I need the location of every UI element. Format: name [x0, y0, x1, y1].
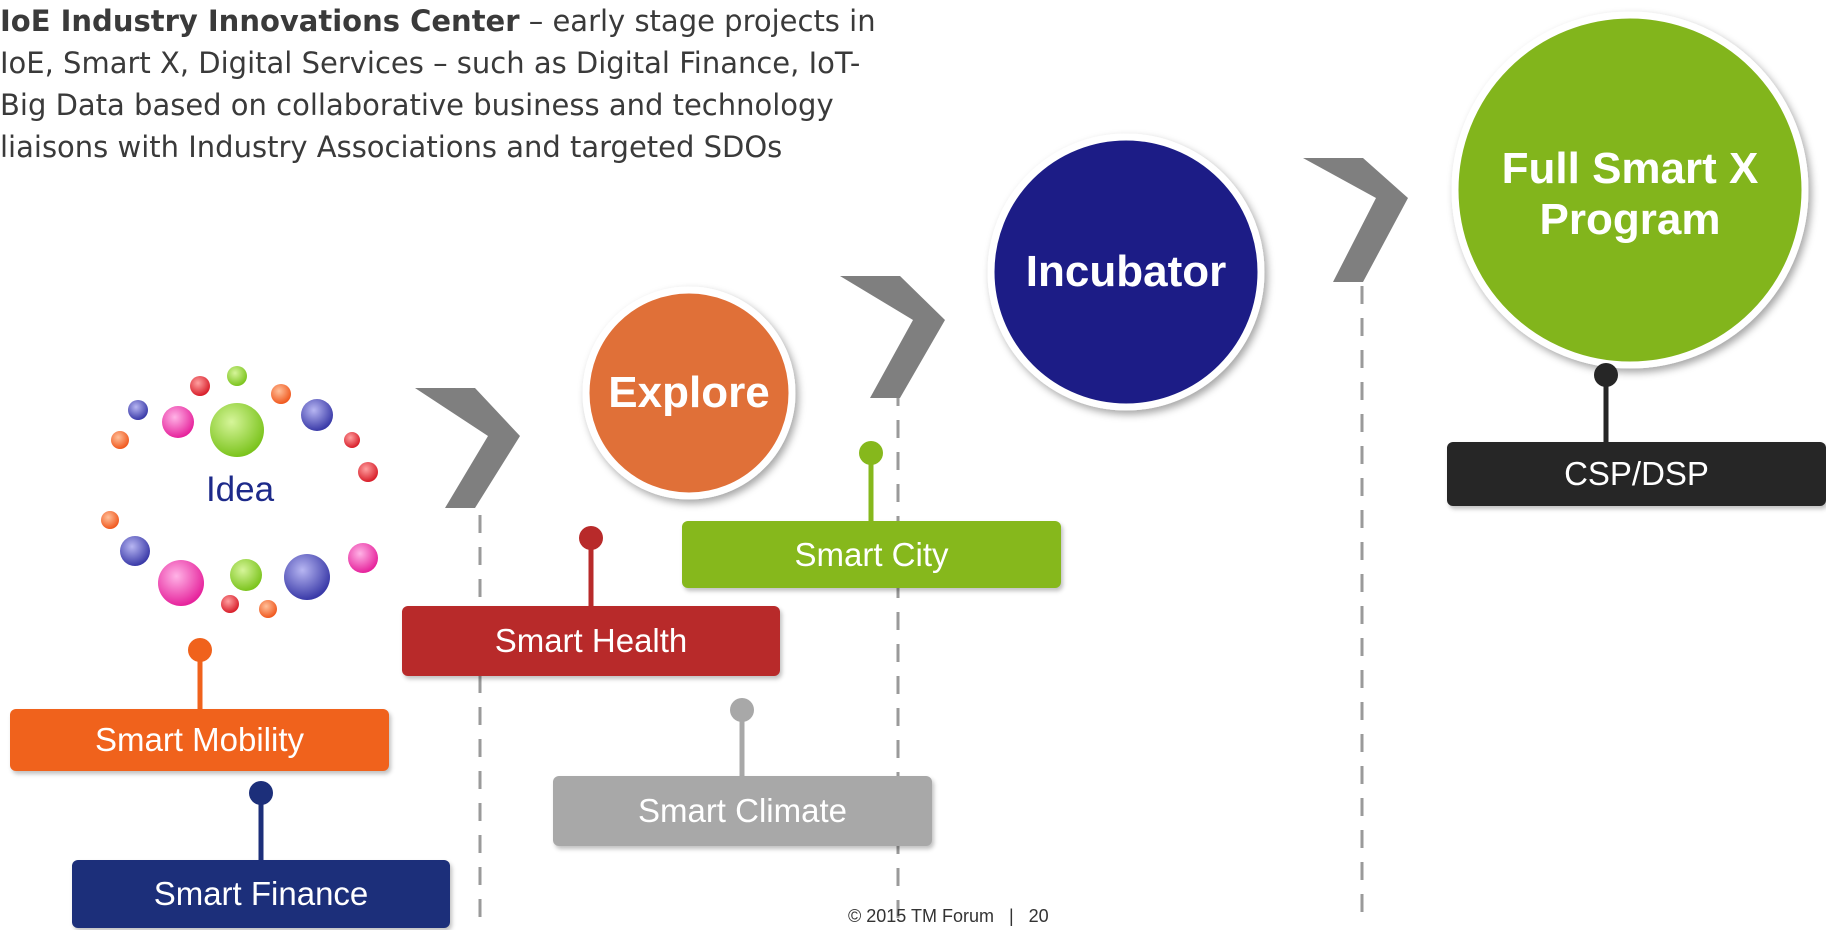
pin-smart-city [859, 441, 883, 524]
tag-smart-health: Smart Health [402, 606, 780, 676]
idea-bubbles [101, 366, 378, 618]
incubator-label: Incubator [1025, 246, 1227, 296]
full-program-label: Full Smart X Program [1465, 144, 1795, 244]
full-program-line2: Program [1539, 195, 1721, 244]
pin-smart-mobility [188, 638, 212, 712]
chevron-arrow-1 [415, 388, 520, 508]
pin-smart-finance [249, 781, 273, 862]
tag-smart-finance: Smart Finance [72, 860, 450, 928]
tag-smart-mobility: Smart Mobility [10, 709, 389, 771]
pin-smart-climate [730, 698, 754, 778]
pin-csp-dsp [1594, 363, 1618, 444]
tag-csp-dsp: CSP/DSP [1447, 442, 1826, 506]
pin-smart-health [579, 526, 603, 608]
footer-copyright: © 2015 TM Forum | 20 [848, 906, 1049, 926]
incubator-circle [987, 133, 1265, 411]
tag-smart-climate: Smart Climate [553, 776, 932, 846]
explore-circle [582, 286, 796, 500]
full-program-circle [1451, 11, 1809, 369]
intro-text: IoE Industry Innovations Center – early … [0, 0, 900, 168]
intro-body: – early stage projects in IoE, Smart X, … [0, 4, 876, 164]
intro-title: IoE Industry Innovations Center [0, 4, 520, 38]
tag-smart-city: Smart City [682, 521, 1061, 588]
explore-label: Explore [608, 367, 770, 417]
chevron-arrow-2 [840, 276, 945, 398]
chevron-arrow-3 [1303, 158, 1408, 282]
idea-label: Idea [205, 470, 275, 509]
full-program-line1: Full Smart X [1501, 144, 1759, 194]
